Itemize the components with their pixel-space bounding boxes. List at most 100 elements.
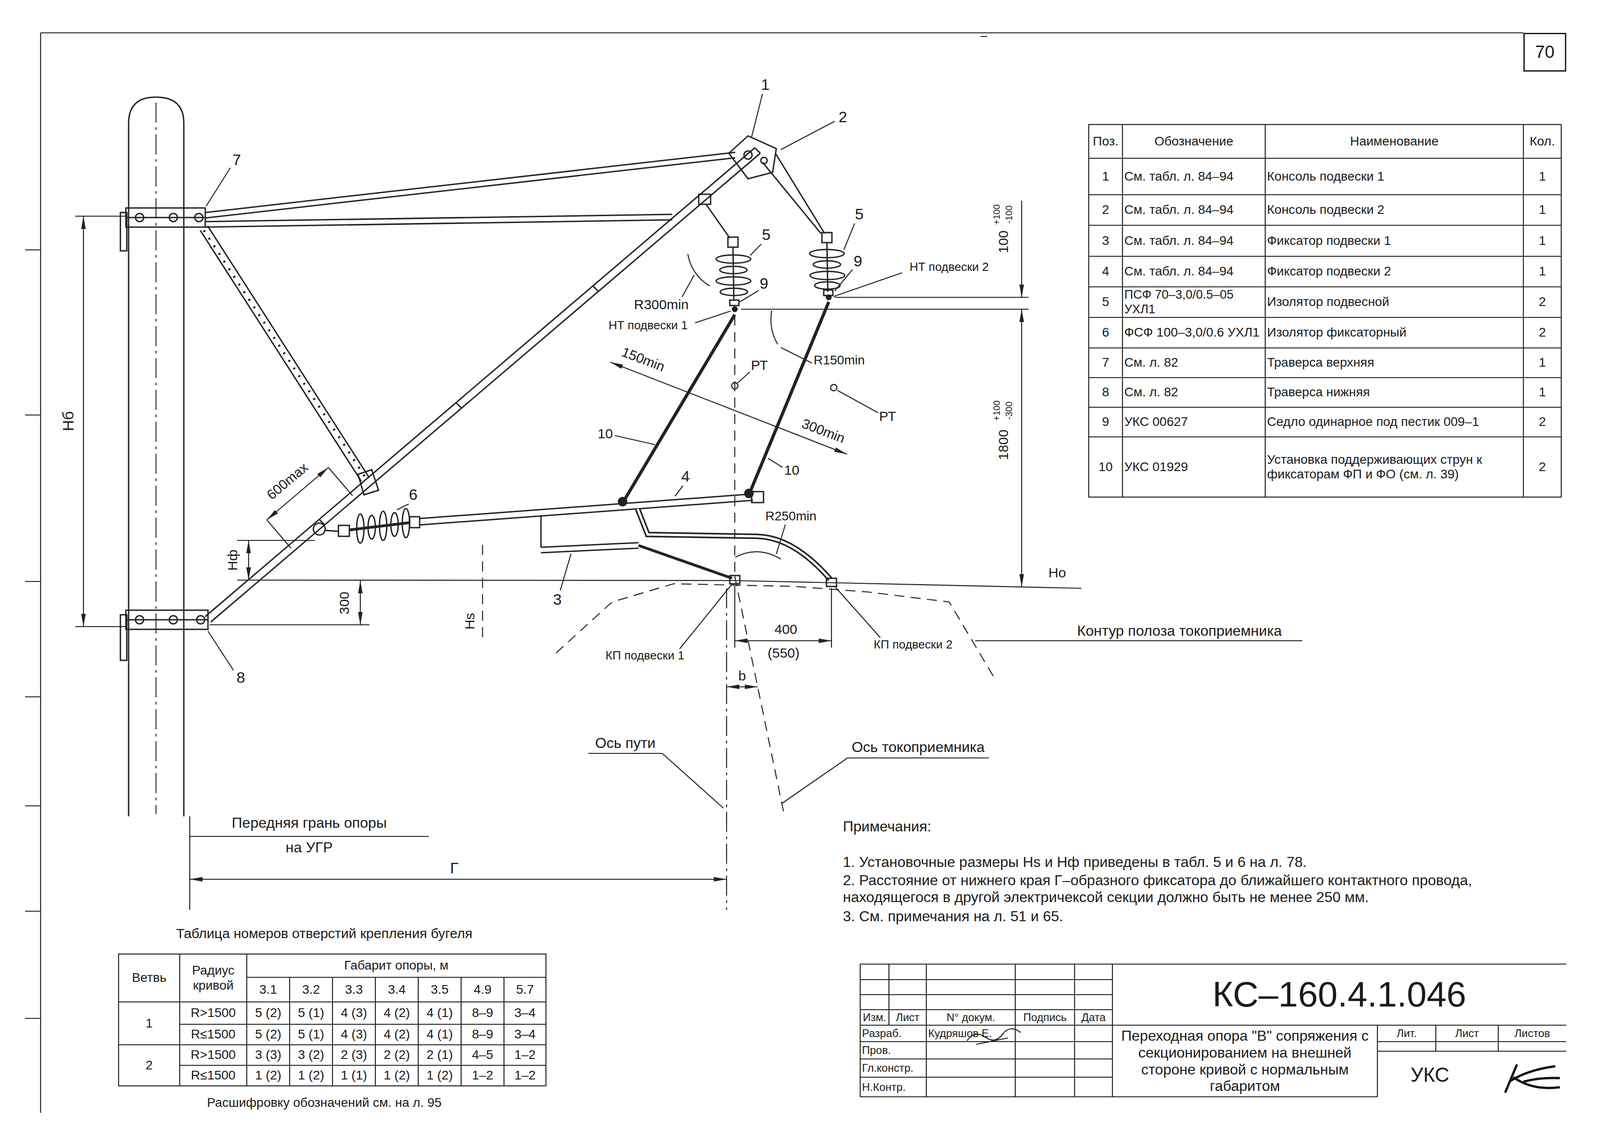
console-brace [358, 469, 379, 495]
table-header: 4.9 [461, 982, 504, 998]
title-block-grid [1377, 1025, 1567, 1097]
console-brace [200, 225, 379, 495]
dimension-symbol: Нs [462, 611, 478, 632]
dimension-symbol: b [737, 668, 748, 685]
title-block-cell: Гл.констр. [860, 1061, 927, 1075]
table-cell: 4 (2) [375, 1005, 419, 1021]
table-cell: ФСФ 100–3,0/0.6 УХЛ1 [1122, 325, 1266, 340]
fixator-insulator [368, 515, 376, 540]
table-cell: УКС 00627 [1122, 414, 1266, 430]
callout-number: 3 [551, 590, 564, 609]
leader-line [206, 93, 903, 671]
title-block-cell: Лист [1435, 1027, 1499, 1040]
table-cell: 7 [1088, 355, 1123, 370]
holes-table-grid [118, 954, 546, 1086]
dimension-value: 100 [995, 228, 1012, 255]
axis-label: Ось токоприемника [850, 738, 987, 756]
note: 3. См. примечания на л. 51 и 65. [842, 908, 1555, 925]
dimension-line [75, 216, 126, 627]
table-cell: Фиксатор подвески 1 [1265, 233, 1524, 249]
title-block-cell: Листов [1498, 1027, 1567, 1040]
table-cell: R>1500 [179, 1005, 247, 1021]
table-cell: Седло одинарное под пестик 009–1 [1265, 414, 1524, 430]
upper-traverse [120, 207, 206, 251]
drawing-title: Переходная опора "В" сопряжения с секцио… [1112, 1027, 1378, 1095]
table-cell: 8 [1088, 384, 1123, 400]
table-cell: 1 (2) [289, 1068, 333, 1083]
dimension-line [189, 816, 191, 910]
callout-number: 1 [759, 75, 772, 94]
console-head [762, 162, 821, 234]
dimension-line [741, 297, 1029, 310]
dimension-line [83, 216, 84, 627]
table-cell: 1 [1523, 264, 1562, 279]
table-header: Наименование [1265, 134, 1524, 149]
wire-label: КП подвески 1 [604, 649, 686, 663]
fixator-insulator [338, 525, 350, 537]
title-block-cell: Н.Контр. [860, 1080, 927, 1094]
suspension-insulator [826, 295, 832, 300]
dimension-value: 1800 [995, 428, 1012, 462]
table-cell: 5 (2) [246, 1027, 290, 1042]
dimension-line [1021, 309, 1023, 588]
upper-traverse [120, 212, 127, 251]
table-cell: Фиксатор подвески 2 [1265, 264, 1524, 279]
table-cell: 1–2 [461, 1068, 504, 1083]
upper-traverse [125, 207, 206, 228]
drawing-code: КС–160.4.1.046 [1112, 974, 1567, 1016]
table-cell: 3 [1088, 233, 1123, 249]
table-cell: 2 [118, 1058, 180, 1073]
table-cell: Изолятор подвесной [1265, 294, 1524, 310]
table-cell: 1 [1523, 355, 1562, 370]
axis-line [734, 576, 785, 817]
table-cell: 2 (2) [375, 1047, 419, 1063]
tolerance-value: -300 [1003, 400, 1015, 421]
leader-line [781, 758, 989, 804]
table-cell: Консоль подвески 1 [1265, 169, 1524, 184]
note: 2. Расстояние от нижнего края Г–образног… [842, 872, 1555, 906]
tolerance-value: -100 [1003, 203, 1015, 225]
fixator-rod [751, 491, 764, 503]
console-tube [319, 285, 599, 525]
table-cell: 4 (1) [418, 1005, 462, 1021]
lower-traverse [169, 615, 178, 624]
dimension-line [1021, 200, 1023, 298]
suspension-insulator [809, 232, 845, 300]
callout-number: 9 [852, 252, 864, 271]
point-label: РТ [877, 408, 898, 425]
suspension-insulator [720, 288, 748, 296]
table-cell: Траверса нижняя [1265, 384, 1524, 400]
title-block-grid [860, 964, 1113, 1097]
dimension-line [209, 624, 370, 626]
console-head [728, 135, 825, 234]
note: 1. Установочные размеры Нs и Нф приведен… [842, 853, 1555, 871]
table-cell: 3–4 [503, 1005, 546, 1021]
suspension-insulator [821, 232, 832, 243]
leader-line [189, 93, 1303, 837]
table-cell: 4–5 [461, 1047, 504, 1063]
axis-line [555, 583, 995, 679]
console-tube [210, 153, 761, 623]
table-header: 3.1 [246, 982, 290, 998]
callout-number: 7 [231, 150, 243, 169]
page-number: 70 [1535, 42, 1555, 63]
table-cell: 1 (2) [418, 1068, 462, 1083]
upper-traverse [125, 217, 206, 219]
dimension-line [734, 640, 832, 642]
radius-arc [770, 310, 778, 345]
table-cell: См. табл. л. 84–94 [1122, 169, 1266, 184]
fixator-insulator [409, 516, 420, 528]
title-block-cell: Лист [888, 1011, 927, 1024]
console-head [728, 135, 777, 179]
lower-traverse [196, 615, 205, 624]
suspension-insulator [809, 249, 845, 258]
tolerance-value: +100 [992, 398, 1003, 422]
table-cell: См. табл. л. 84–94 [1122, 202, 1266, 218]
dimension-value: 600max [262, 458, 313, 504]
suspension-insulator [716, 276, 751, 286]
table-header: Габарит опоры, м [246, 958, 546, 973]
suspension-insulator [814, 281, 841, 290]
table-cell: 4 (3) [332, 1027, 376, 1042]
